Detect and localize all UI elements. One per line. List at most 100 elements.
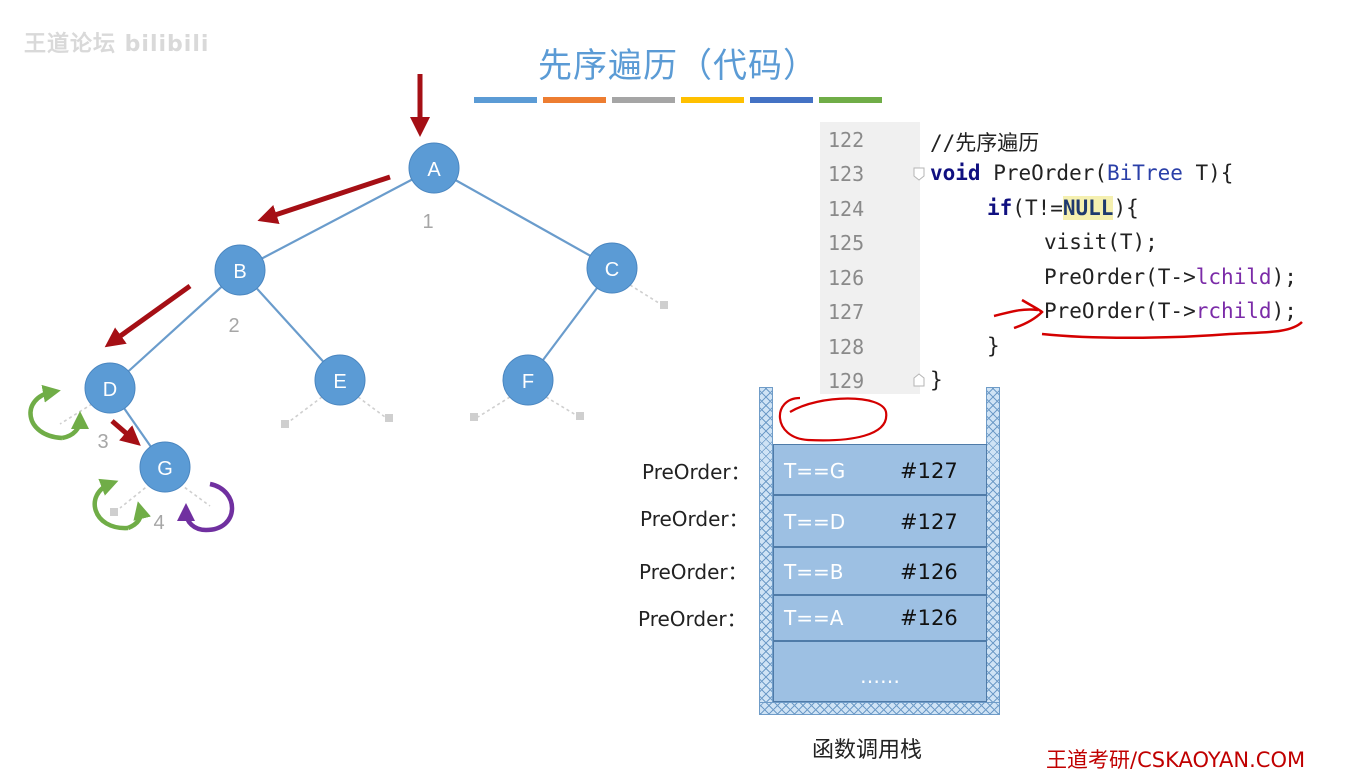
tree-node-f-label: F	[522, 371, 534, 393]
null-marker-e-right	[385, 414, 393, 422]
field-rchild: rchild	[1195, 299, 1272, 323]
color-bar-segment-3	[612, 97, 675, 103]
line-number-123: 123	[828, 162, 865, 186]
current-line-underline	[1041, 321, 1303, 340]
edge-a-b	[239, 167, 435, 271]
color-bar	[474, 97, 882, 103]
tree-node-e-label: E	[333, 371, 346, 393]
null-marker-g-left	[110, 508, 118, 516]
null-return-loop-g-right	[177, 481, 235, 533]
line-number-125: 125	[828, 231, 865, 255]
tree-node-g: G	[139, 441, 191, 493]
stack-caption: 函数调用栈	[812, 738, 923, 763]
null-marker-f-left	[470, 413, 478, 421]
edge-a-c	[433, 167, 613, 269]
code-line-129: }	[930, 368, 943, 392]
line-number-128: 128	[828, 335, 865, 359]
code-line-122: //先序遍历	[930, 131, 1040, 155]
null-return-loop-g-left	[92, 478, 129, 531]
null-stub-g-right	[179, 483, 211, 507]
traversal-arrow-d-to-g	[110, 419, 141, 446]
watermark: 王道论坛 bilibili	[24, 32, 210, 57]
tree-node-a: A	[408, 142, 460, 194]
stack-frame-b-var: T==B	[784, 560, 844, 584]
stack-frame-d: T==D #127	[773, 495, 987, 547]
line-number-127: 127	[828, 300, 865, 324]
color-bar-segment-2	[543, 97, 606, 103]
null-stub-e-left	[289, 396, 323, 422]
tree-node-c-label: C	[605, 259, 619, 281]
binary-tree-diagram: A B C D E F G 1 2 3 4	[28, 74, 668, 534]
visit-order-a: 1	[422, 211, 433, 233]
kw-void: void	[930, 161, 981, 185]
stack-frame-a: T==A #126	[773, 595, 987, 641]
stack-frame-a-label: PreOrder：	[638, 607, 747, 631]
code-line-127: PreOrder(T->rchild);	[1044, 299, 1297, 323]
stack-frame-a-var: T==A	[784, 606, 844, 630]
footer-brand: 王道考研/CSKAOYAN.COM	[1046, 748, 1306, 772]
stack-top-circle	[778, 396, 888, 442]
code-line-123: void PreOrder(BiTree T){	[930, 161, 1234, 185]
stack-frame-b: T==B #126	[773, 547, 987, 595]
stack-ellipsis: ……	[860, 664, 900, 688]
type-bitree: BiTree	[1107, 161, 1183, 185]
code-line-126: PreOrder(T->lchild);	[1044, 265, 1297, 289]
stack-frame-g-line: #127	[900, 459, 958, 483]
null-return-loop-g-left-tail	[127, 501, 151, 531]
null-marker-e-left	[281, 420, 289, 428]
line-number-129: 129	[828, 369, 865, 393]
tree-node-g-label: G	[157, 458, 173, 480]
tree-node-d: D	[84, 362, 136, 414]
edge-b-d	[109, 269, 241, 389]
kw-if: if	[987, 196, 1013, 220]
color-bar-segment-6	[819, 97, 882, 103]
tree-node-b-label: B	[233, 261, 246, 283]
stack-bottom-wall	[759, 702, 1000, 715]
tree-node-b: B	[214, 244, 266, 296]
stack-frame-g-label: PreOrder：	[642, 460, 751, 484]
null-return-loop-d-left	[28, 384, 63, 441]
code-line-128: }	[987, 334, 1000, 358]
code-gutter	[820, 122, 920, 394]
stack-frame-rest: ……	[773, 641, 987, 702]
field-lchild: lchild	[1195, 265, 1272, 289]
visit-order-g: 4	[153, 512, 164, 534]
null-stub-e-right	[357, 396, 386, 418]
tree-node-d-label: D	[103, 379, 117, 401]
tree-node-c: C	[586, 242, 638, 294]
null-marker-f-right	[576, 412, 584, 420]
code-line-124: if(T!=NULL){	[987, 196, 1139, 220]
stack-right-wall	[986, 387, 1000, 715]
traversal-arrow-b-to-d	[104, 283, 192, 348]
current-line-pointer-arrow	[993, 298, 1044, 330]
null-marker-c-right	[660, 301, 668, 309]
stack-left-wall	[759, 387, 773, 715]
stack-frame-a-line: #126	[900, 606, 958, 630]
null-return-loop-d-left-tail	[61, 411, 89, 441]
stack-frame-d-var: T==D	[784, 510, 846, 534]
line-number-122: 122	[828, 128, 865, 152]
tree-node-e: E	[314, 354, 366, 406]
page-title: 先序遍历（代码）	[538, 46, 818, 86]
stack-frame-d-line: #127	[900, 510, 958, 534]
code-line-125: visit(T);	[1044, 230, 1158, 254]
null-stub-d-left	[59, 403, 93, 425]
stack-frame-g: T==G #127	[773, 444, 987, 495]
color-bar-segment-4	[681, 97, 744, 103]
line-number-126: 126	[828, 266, 865, 290]
stack-frame-b-label: PreOrder：	[639, 560, 748, 584]
null-stub-f-left	[477, 396, 511, 418]
tree-node-f: F	[502, 354, 554, 406]
hand-annotations	[778, 298, 1303, 442]
null-stub-f-right	[545, 396, 577, 416]
const-null: NULL	[1062, 196, 1114, 220]
stack-frame-b-line: #126	[900, 560, 958, 584]
color-bar-segment-1	[474, 97, 537, 103]
stack-frame-g-var: T==G	[784, 459, 846, 483]
null-stub-c-right	[629, 284, 663, 306]
fold-icon-close	[913, 373, 925, 387]
null-stub-g-left	[119, 483, 151, 509]
visit-order-d: 3	[97, 431, 108, 453]
line-number-124: 124	[828, 197, 865, 221]
visit-order-b: 2	[228, 315, 239, 337]
